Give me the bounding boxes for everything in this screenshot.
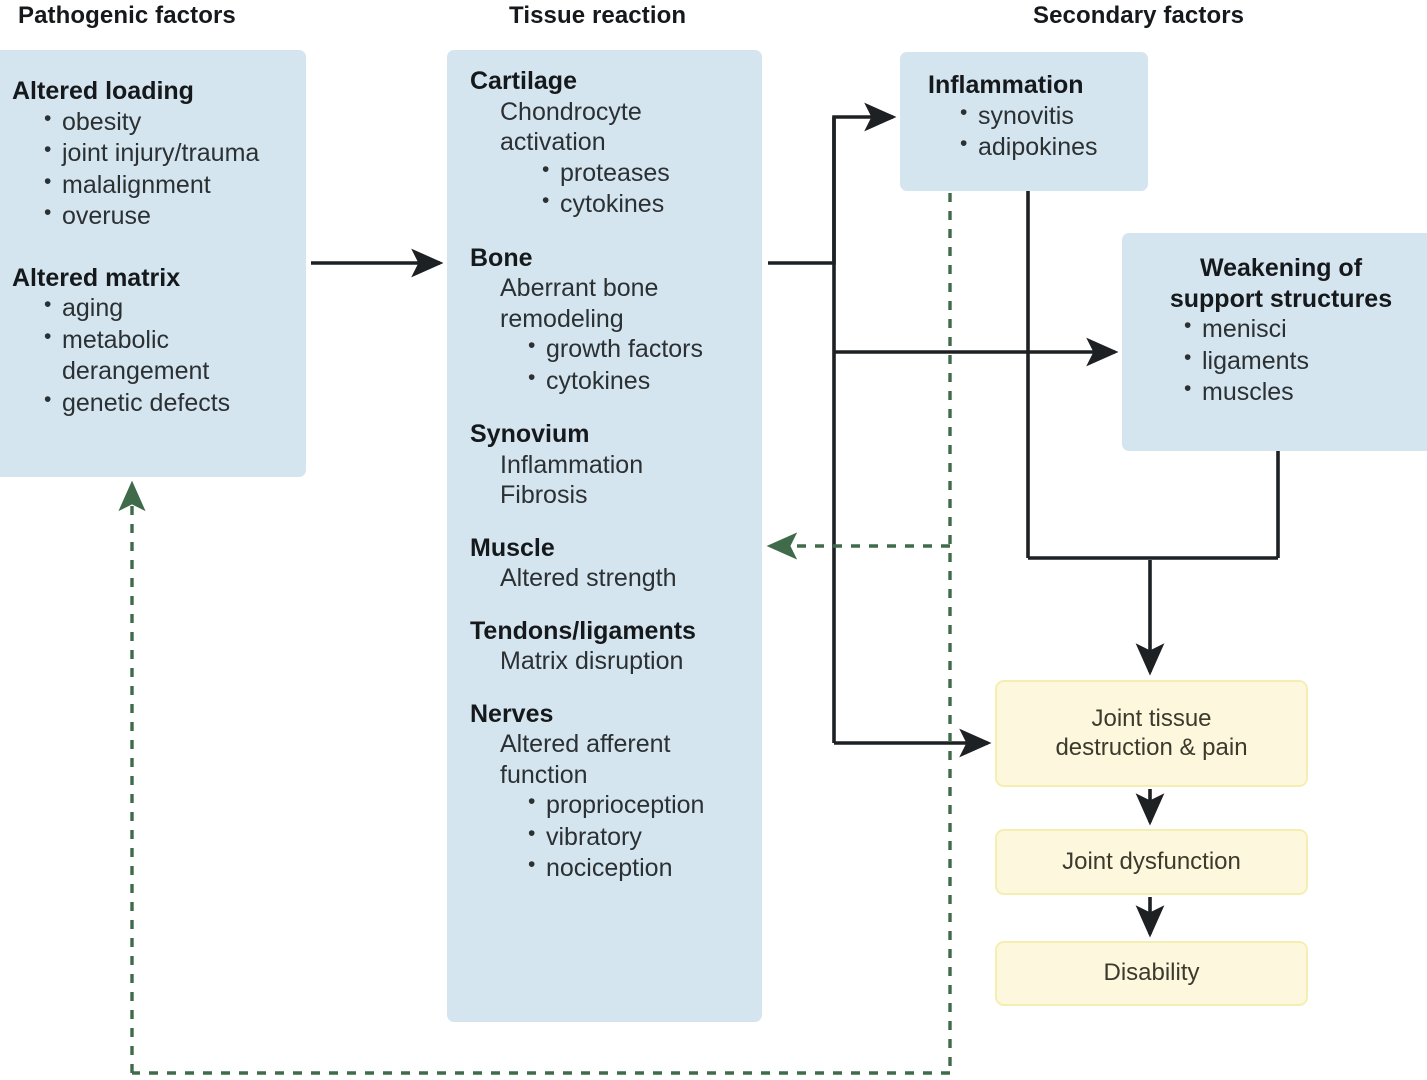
list-item: overuse (42, 200, 298, 233)
group-bullets: proteases cytokines (470, 157, 756, 221)
outcome-label-line2: destruction & pain (1055, 733, 1248, 761)
list-item: cytokines (526, 365, 756, 398)
weakening-bullets: menisci ligaments muscles (1122, 313, 1427, 409)
column-title-pathogenic-factors: Pathogenic factors (18, 2, 236, 29)
list-item: growth factors (526, 333, 756, 366)
weakening-support-structures-box: Weakening of support structures menisci … (1122, 233, 1427, 451)
weakening-heading-line2: support structures (1169, 284, 1393, 313)
pathogenic-factors-box: Altered loading obesity joint injury/tra… (0, 50, 306, 477)
list-item: menisci (1182, 313, 1427, 346)
group-bullets: proprioception vibratory nociception (470, 789, 756, 885)
group-heading: Nerves (470, 699, 554, 728)
list-item: synovitis (958, 100, 1142, 133)
group-altered-matrix: Altered matrix aging metabolic derangeme… (12, 263, 298, 420)
group-heading: Altered loading (12, 77, 194, 105)
outcome-label: Disability (1103, 959, 1200, 987)
group-synovium: Synovium Inflammation Fibrosis (470, 419, 756, 511)
group-heading: Bone (470, 243, 533, 272)
group-subtext: Matrix disruption (500, 647, 684, 675)
group-heading: Muscle (470, 533, 555, 562)
list-item: cytokines (540, 188, 756, 221)
group-tendons-ligaments: Tendons/ligaments Matrix disruption (470, 616, 756, 677)
group-bullets: obesity joint injury/trauma malalignment… (12, 106, 298, 233)
group-heading: Cartilage (470, 67, 577, 95)
group-heading: Tendons/ligaments (470, 616, 696, 645)
inflammation-bullets: synovitis adipokines (928, 100, 1142, 164)
inflammation-box: Inflammation synovitis adipokines (900, 52, 1148, 191)
list-item: obesity (42, 106, 298, 139)
group-heading: Altered matrix (12, 263, 181, 292)
weakening-heading-line1: Weakening of (1199, 254, 1363, 282)
group-altered-loading: Altered loading obesity joint injury/tra… (12, 76, 298, 233)
arrow-tissue-to-inflammation (768, 102, 897, 265)
list-item: ligaments (1182, 345, 1427, 378)
outcome-label: Joint dysfunction (1062, 847, 1241, 875)
inflammation-heading: Inflammation (928, 71, 1084, 99)
group-subtext: Aberrant bone remodeling (500, 274, 659, 333)
column-title-secondary-factors: Secondary factors (1033, 2, 1245, 29)
list-item: adipokines (958, 131, 1142, 164)
group-bullets: growth factors cytokines (470, 333, 756, 398)
list-item: vibratory (526, 821, 756, 854)
outcome-label: Joint tissue destruction & pain (1055, 705, 1247, 763)
group-subtext: Chondrocyte activation (500, 97, 642, 157)
group-muscle: Muscle Altered strength (470, 533, 756, 594)
group-bullets: aging metabolic derangement genetic defe… (12, 292, 298, 420)
list-item: metabolic derangement (42, 324, 298, 388)
list-item: aging (42, 292, 298, 325)
group-subtext: Altered strength (500, 564, 677, 592)
group-bone: Bone Aberrant bone remodeling growth fac… (470, 243, 756, 398)
outcome-joint-dysfunction-box: Joint dysfunction (995, 829, 1308, 895)
outcome-label-line1: Joint tissue (1091, 704, 1212, 732)
list-item: joint injury/trauma (42, 137, 298, 170)
group-nerves: Nerves Altered afferent function proprio… (470, 699, 756, 885)
list-item: proteases (540, 157, 756, 190)
group-heading: Synovium (470, 420, 590, 448)
group-cartilage: Cartilage Chondrocyte activation proteas… (470, 66, 756, 221)
list-item: malalignment (42, 169, 298, 202)
outcome-joint-tissue-destruction-box: Joint tissue destruction & pain (995, 680, 1308, 787)
list-item: muscles (1182, 376, 1427, 409)
group-subtext: Inflammation Fibrosis (500, 450, 644, 510)
list-item: proprioception (526, 789, 756, 822)
column-title-tissue-reaction: Tissue reaction (509, 2, 687, 29)
list-item: genetic defects (42, 387, 298, 420)
outcome-disability-box: Disability (995, 941, 1308, 1006)
list-item: nociception (526, 852, 756, 885)
group-subtext: Altered afferent function (500, 730, 671, 789)
tissue-reaction-box: Cartilage Chondrocyte activation proteas… (447, 50, 762, 1022)
